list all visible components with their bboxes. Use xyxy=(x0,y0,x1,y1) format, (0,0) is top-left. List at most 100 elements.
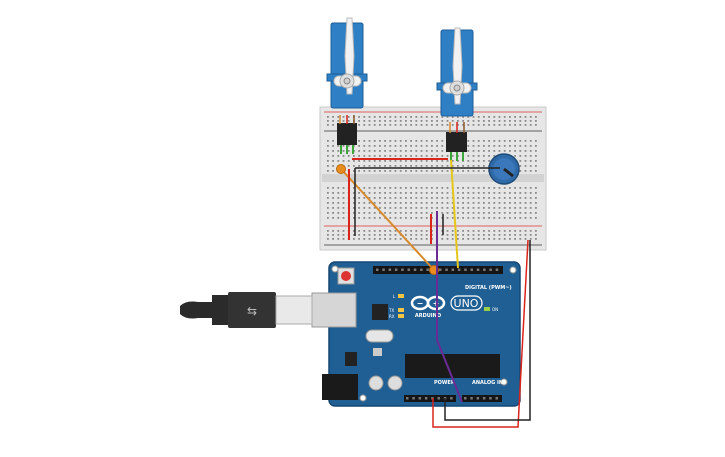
breadboard-hole[interactable] xyxy=(358,197,360,199)
header-pin[interactable] xyxy=(457,268,461,272)
breadboard-hole[interactable] xyxy=(347,120,350,122)
breadboard-hole[interactable] xyxy=(535,212,537,214)
breadboard-hole[interactable] xyxy=(415,212,418,214)
breadboard-hole[interactable] xyxy=(415,124,418,126)
breadboard-hole[interactable] xyxy=(529,207,532,209)
breadboard-hole[interactable] xyxy=(410,140,412,142)
breadboard-hole[interactable] xyxy=(509,192,511,194)
breadboard-hole[interactable] xyxy=(389,192,392,194)
breadboard-hole[interactable] xyxy=(446,212,449,214)
breadboard-hole[interactable] xyxy=(477,140,480,142)
breadboard-hole[interactable] xyxy=(524,230,527,232)
breadboard-hole[interactable] xyxy=(529,238,532,240)
breadboard-hole[interactable] xyxy=(524,140,527,142)
breadboard-hole[interactable] xyxy=(535,145,537,147)
breadboard-hole[interactable] xyxy=(420,192,423,194)
breadboard-hole[interactable] xyxy=(384,124,386,126)
breadboard-hole[interactable] xyxy=(327,165,329,167)
breadboard-hole[interactable] xyxy=(384,155,386,157)
breadboard-hole[interactable] xyxy=(467,230,470,232)
breadboard-hole[interactable] xyxy=(519,207,522,209)
breadboard-hole[interactable] xyxy=(519,187,522,189)
breadboard-hole[interactable] xyxy=(368,192,371,194)
breadboard-hole[interactable] xyxy=(509,145,511,147)
breadboard-hole[interactable] xyxy=(327,187,329,189)
breadboard-hole[interactable] xyxy=(483,145,485,147)
header-pin[interactable] xyxy=(476,397,480,400)
breadboard-hole[interactable] xyxy=(462,212,464,214)
breadboard-hole[interactable] xyxy=(514,197,516,199)
breadboard-hole[interactable] xyxy=(498,212,501,214)
breadboard-hole[interactable] xyxy=(524,192,527,194)
breadboard-hole[interactable] xyxy=(483,116,485,118)
header-pin[interactable] xyxy=(426,268,429,272)
breadboard-hole[interactable] xyxy=(347,145,350,147)
breadboard-hole[interactable] xyxy=(477,212,480,214)
breadboard-hole[interactable] xyxy=(472,150,475,152)
breadboard-hole[interactable] xyxy=(353,155,355,157)
breadboard-hole[interactable] xyxy=(524,207,527,209)
breadboard-hole[interactable] xyxy=(529,234,532,236)
breadboard-hole[interactable] xyxy=(415,192,418,194)
breadboard-hole[interactable] xyxy=(493,192,496,194)
breadboard-hole[interactable] xyxy=(529,120,532,122)
breadboard-hole[interactable] xyxy=(389,150,392,152)
breadboard-hole[interactable] xyxy=(425,207,428,209)
breadboard-hole[interactable] xyxy=(436,124,438,126)
breadboard-hole[interactable] xyxy=(327,116,329,118)
breadboard-hole[interactable] xyxy=(342,145,345,147)
breadboard-hole[interactable] xyxy=(488,120,490,122)
breadboard-hole[interactable] xyxy=(327,192,329,194)
breadboard-hole[interactable] xyxy=(389,155,392,157)
breadboard-hole[interactable] xyxy=(457,197,459,199)
breadboard-hole[interactable] xyxy=(519,150,522,152)
breadboard-hole[interactable] xyxy=(363,145,366,147)
breadboard-hole[interactable] xyxy=(368,230,371,232)
breadboard-hole[interactable] xyxy=(342,212,345,214)
breadboard-hole[interactable] xyxy=(441,207,444,209)
breadboard-hole[interactable] xyxy=(472,207,475,209)
breadboard-hole[interactable] xyxy=(368,202,371,204)
breadboard-hole[interactable] xyxy=(399,217,402,219)
header-pin[interactable] xyxy=(406,397,409,400)
breadboard-hole[interactable] xyxy=(410,165,412,167)
breadboard-hole[interactable] xyxy=(410,238,412,240)
breadboard-hole[interactable] xyxy=(509,116,511,118)
breadboard-hole[interactable] xyxy=(363,207,366,209)
breadboard-hole[interactable] xyxy=(415,120,418,122)
breadboard-hole[interactable] xyxy=(514,145,516,147)
breadboard-hole[interactable] xyxy=(483,150,485,152)
breadboard-hole[interactable] xyxy=(327,212,329,214)
breadboard-hole[interactable] xyxy=(347,160,350,162)
breadboard-hole[interactable] xyxy=(368,217,371,219)
header-pin[interactable] xyxy=(450,397,453,400)
breadboard-hole[interactable] xyxy=(441,155,444,157)
breadboard-hole[interactable] xyxy=(373,170,376,172)
breadboard-hole[interactable] xyxy=(394,192,397,194)
breadboard-hole[interactable] xyxy=(529,145,532,147)
breadboard-hole[interactable] xyxy=(405,217,407,219)
breadboard-hole[interactable] xyxy=(358,140,360,142)
breadboard-hole[interactable] xyxy=(410,202,412,204)
breadboard-hole[interactable] xyxy=(399,140,402,142)
breadboard-hole[interactable] xyxy=(327,120,329,122)
breadboard-hole[interactable] xyxy=(384,207,386,209)
breadboard-hole[interactable] xyxy=(519,120,522,122)
breadboard-hole[interactable] xyxy=(415,207,418,209)
breadboard-hole[interactable] xyxy=(389,145,392,147)
breadboard-hole[interactable] xyxy=(472,230,475,232)
breadboard-hole[interactable] xyxy=(394,217,397,219)
breadboard-hole[interactable] xyxy=(524,145,527,147)
breadboard-hole[interactable] xyxy=(415,150,418,152)
breadboard-hole[interactable] xyxy=(353,197,355,199)
breadboard-hole[interactable] xyxy=(337,217,340,219)
breadboard-hole[interactable] xyxy=(457,230,459,232)
breadboard-hole[interactable] xyxy=(457,238,459,240)
breadboard-hole[interactable] xyxy=(332,217,334,219)
breadboard-hole[interactable] xyxy=(457,234,459,236)
wire-orange-signal[interactable] xyxy=(340,168,435,271)
breadboard-hole[interactable] xyxy=(477,165,480,167)
header-pin[interactable] xyxy=(445,268,448,272)
breadboard-hole[interactable] xyxy=(483,238,485,240)
breadboard-hole[interactable] xyxy=(420,212,423,214)
